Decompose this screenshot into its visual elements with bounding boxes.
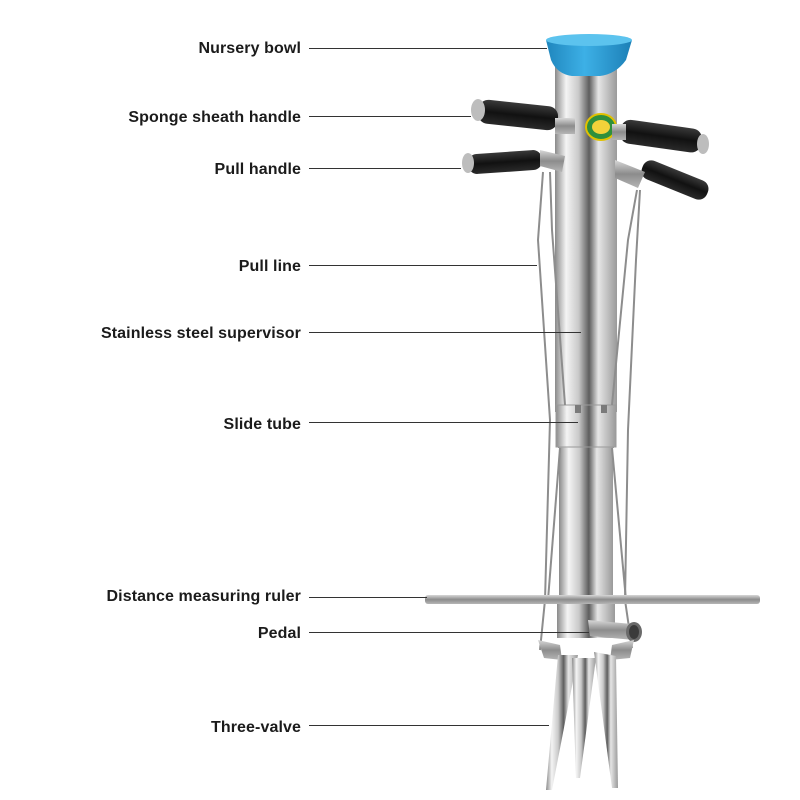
leader-nursery-bowl	[309, 48, 547, 49]
leader-sponge-sheath-handle	[309, 116, 471, 117]
leader-distance-measuring-ruler	[309, 597, 427, 598]
label-sponge-sheath-handle: Sponge sheath handle	[128, 109, 301, 126]
nursery-bowl	[546, 34, 632, 76]
leader-slide-tube	[309, 422, 578, 423]
main-tube	[555, 62, 617, 638]
valve-hinges	[538, 640, 634, 660]
label-pull-handle: Pull handle	[214, 161, 301, 178]
leader-stainless-steel-supervisor	[309, 332, 581, 333]
distance-measuring-ruler	[425, 595, 760, 604]
label-nursery-bowl: Nursery bowl	[198, 40, 301, 57]
three-valve	[546, 652, 618, 790]
leader-three-valve	[309, 725, 549, 726]
label-pedal: Pedal	[257, 625, 301, 642]
pull-handles	[462, 150, 709, 200]
pull-lines	[536, 171, 641, 651]
leader-pull-line	[309, 265, 537, 266]
brand-badge	[585, 113, 617, 141]
slide-tube-collar	[555, 404, 617, 448]
label-pull-line: Pull line	[238, 258, 301, 275]
label-slide-tube: Slide tube	[223, 416, 301, 433]
label-distance-measuring-ruler: Distance measuring ruler	[106, 588, 301, 605]
label-three-valve: Three-valve	[210, 719, 301, 736]
leader-pedal	[309, 632, 589, 633]
leader-pull-handle	[309, 168, 461, 169]
label-stainless-steel-supervisor: Stainless steel supervisor	[100, 325, 301, 342]
sponge-sheath-handles	[471, 99, 709, 154]
pedal	[588, 620, 642, 642]
